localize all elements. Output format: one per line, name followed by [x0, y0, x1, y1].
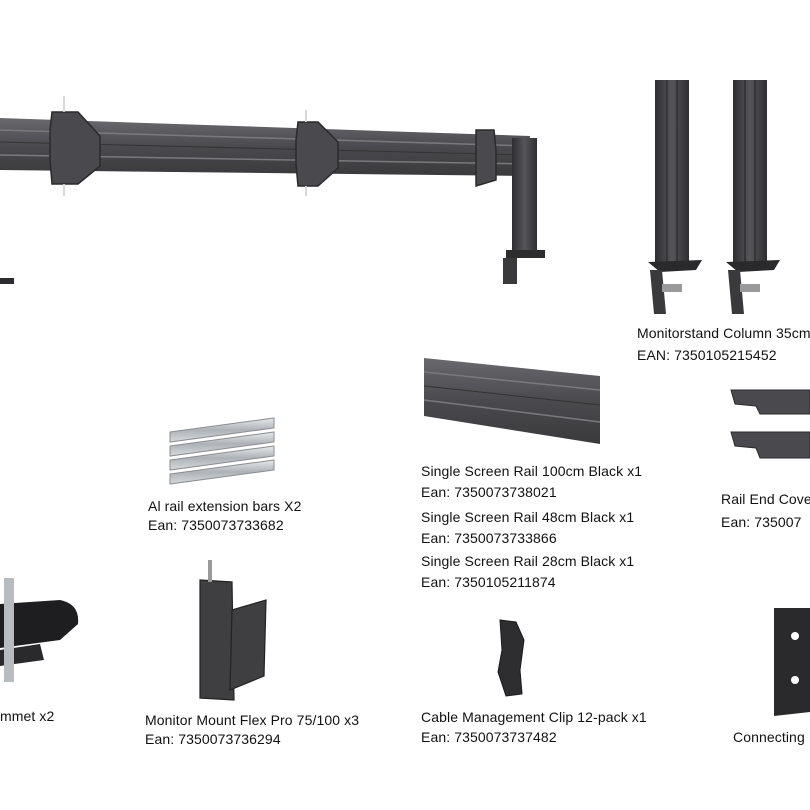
grommet-label: mmet x2 [0, 708, 54, 725]
monitor-mount-ean: Ean: 7350073736294 [145, 731, 281, 747]
rail-end-cover-image [730, 389, 810, 459]
column-label: Monitorstand Column 35cm EAN: 7350105215… [637, 325, 810, 364]
grommet-name: mmet x2 [0, 708, 55, 724]
rail-end-cover-name: Rail End Cove [721, 491, 810, 507]
rail-28-ean: Ean: 7350105211874 [421, 574, 556, 590]
monitor-mount-image [199, 560, 267, 701]
rail-48-label: Single Screen Rail 48cm Black x1 Ean: 73… [421, 509, 634, 547]
cable-clip-image [497, 619, 525, 697]
grommet-image [0, 578, 79, 682]
rail-extension-label: Al rail extension bars X2 Ean: 735007373… [148, 498, 301, 534]
rail-48-name: Single Screen Rail 48cm Black x1 [421, 509, 635, 525]
rail-28-label: Single Screen Rail 28cm Black x1 Ean: 73… [421, 553, 634, 591]
rail-extension-name: Al rail extension bars X2 [148, 498, 302, 514]
connecting-name: Connecting [733, 729, 805, 745]
rail-28-name: Single Screen Rail 28cm Black x1 [421, 553, 635, 569]
column-ean: EAN: 7350105215452 [637, 347, 777, 363]
rail-extension-ean: Ean: 7350073733682 [148, 517, 284, 533]
rail-end-cover-label: Rail End Cove Ean: 735007 [721, 491, 810, 531]
cable-clip-name: Cable Management Clip 12-pack x1 [421, 709, 647, 725]
rail-100-label: Single Screen Rail 100cm Black x1 Ean: 7… [421, 463, 642, 501]
rail-extension-image [169, 417, 275, 485]
column-name: Monitorstand Column 35cm [637, 325, 810, 341]
column-image [648, 80, 780, 314]
connecting-bracket-image [774, 608, 810, 716]
single-rail-image [423, 358, 601, 444]
monitor-mount-name: Monitor Mount Flex Pro 75/100 x3 [145, 712, 360, 728]
rail-end-cover-ean: Ean: 735007 [721, 514, 802, 530]
monitor-mount-label: Monitor Mount Flex Pro 75/100 x3 Ean: 73… [145, 712, 359, 748]
rail-48-ean: Ean: 7350073733866 [421, 530, 557, 546]
assembled-rail-image [0, 96, 545, 284]
cable-clip-label: Cable Management Clip 12-pack x1 Ean: 73… [421, 709, 647, 746]
rail-100-ean: Ean: 7350073738021 [421, 484, 557, 500]
rail-100-name: Single Screen Rail 100cm Black x1 [421, 463, 643, 479]
cable-clip-ean: Ean: 7350073737482 [421, 729, 557, 745]
connecting-label: Connecting [733, 729, 805, 746]
